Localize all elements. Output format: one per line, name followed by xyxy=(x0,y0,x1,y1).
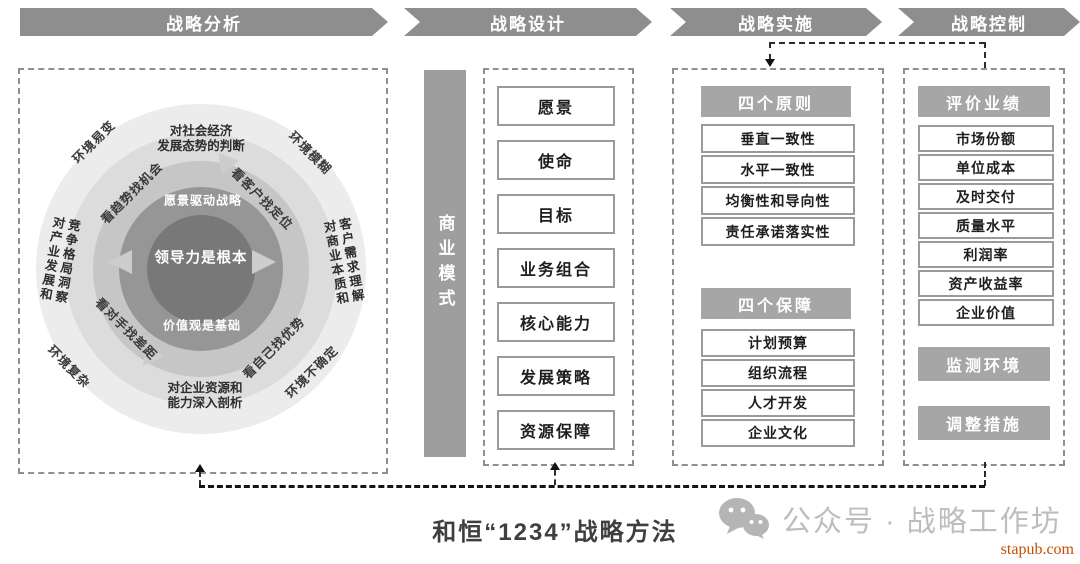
step-arrow-design: 战略设计 xyxy=(404,8,652,36)
design-item-goal: 目标 xyxy=(497,194,615,234)
design-item-vision: 愿景 xyxy=(497,86,615,126)
circle-center-disc xyxy=(147,215,255,323)
radial-label-top: 对社会经济 发展态势的判断 xyxy=(157,124,245,153)
top-feedback-hline xyxy=(769,42,985,44)
safeguard-item-process: 组织流程 xyxy=(701,359,855,387)
flow-arrow-right xyxy=(252,250,276,274)
center-label-leadership: 领导力是根本 xyxy=(154,250,248,267)
step-arrow-analysis: 战略分析 xyxy=(20,8,388,36)
bottom-feedback-hline xyxy=(199,485,985,488)
kpi-item-enterprise-value: 企业价值 xyxy=(918,299,1054,326)
top-feedback-arrowhead xyxy=(765,59,775,67)
safeguards-header: 四个保障 xyxy=(701,288,851,319)
principle-item-horizontal: 水平一致性 xyxy=(701,155,855,184)
step-arrow-implementation: 战略实施 xyxy=(670,8,882,36)
design-item-portfolio: 业务组合 xyxy=(497,248,615,288)
bottom-feedback-vline-right xyxy=(984,462,986,486)
principle-item-balance: 均衡性和导向性 xyxy=(701,186,855,215)
inner-label-values: 价值观是基础 xyxy=(162,318,242,333)
bottom-feedback-vline-left xyxy=(199,472,201,485)
safeguard-item-budget: 计划预算 xyxy=(701,329,855,357)
principle-item-vertical: 垂直一致性 xyxy=(701,124,855,153)
safeguard-item-talent: 人才开发 xyxy=(701,389,855,417)
design-item-resources: 资源保障 xyxy=(497,410,615,450)
diagram-title: 和恒“1234”战略方法 xyxy=(432,519,678,546)
business-model-bar: 商业模式 xyxy=(424,70,466,457)
adjust-box: 调整措施 xyxy=(918,406,1050,440)
kpi-item-quality: 质量水平 xyxy=(918,212,1054,239)
design-item-strategy: 发展策略 xyxy=(497,356,615,396)
kpi-item-unit-cost: 单位成本 xyxy=(918,154,1054,181)
principles-header: 四个原则 xyxy=(701,86,851,117)
site-link[interactable]: stapub.com xyxy=(1000,541,1074,558)
design-item-mission: 使命 xyxy=(497,140,615,180)
watermark-text: 公众号 · 战略工作坊 xyxy=(782,506,1062,538)
implementation-section-box xyxy=(672,68,884,466)
step-arrow-control: 战略控制 xyxy=(898,8,1080,36)
wechat-watermark: 公众号 · 战略工作坊 xyxy=(718,497,1062,541)
kpi-item-market-share: 市场份额 xyxy=(918,125,1054,152)
bottom-feedback-arrowhead-design xyxy=(550,462,560,470)
top-feedback-vline-left xyxy=(769,42,771,60)
flow-arrow-left xyxy=(108,250,132,274)
bottom-feedback-vline-mid xyxy=(554,470,556,485)
bottom-feedback-arrowhead-analysis xyxy=(195,464,205,472)
radial-label-bottom: 对企业资源和 能力深入剖析 xyxy=(167,381,243,410)
safeguard-item-culture: 企业文化 xyxy=(701,419,855,447)
inner-label-vision: 愿景驱动战略 xyxy=(163,193,243,208)
kpi-item-profit: 利润率 xyxy=(918,241,1054,268)
evaluate-header: 评价业绩 xyxy=(918,86,1050,117)
design-item-capability: 核心能力 xyxy=(497,302,615,342)
kpi-item-delivery: 及时交付 xyxy=(918,183,1054,210)
kpi-item-roa: 资产收益率 xyxy=(918,270,1054,297)
principle-item-commitment: 责任承诺落实性 xyxy=(701,217,855,246)
top-feedback-vline-right xyxy=(984,42,986,68)
wechat-icon xyxy=(718,497,770,541)
monitor-box: 监测环境 xyxy=(918,347,1050,381)
analysis-section-box xyxy=(18,68,388,474)
